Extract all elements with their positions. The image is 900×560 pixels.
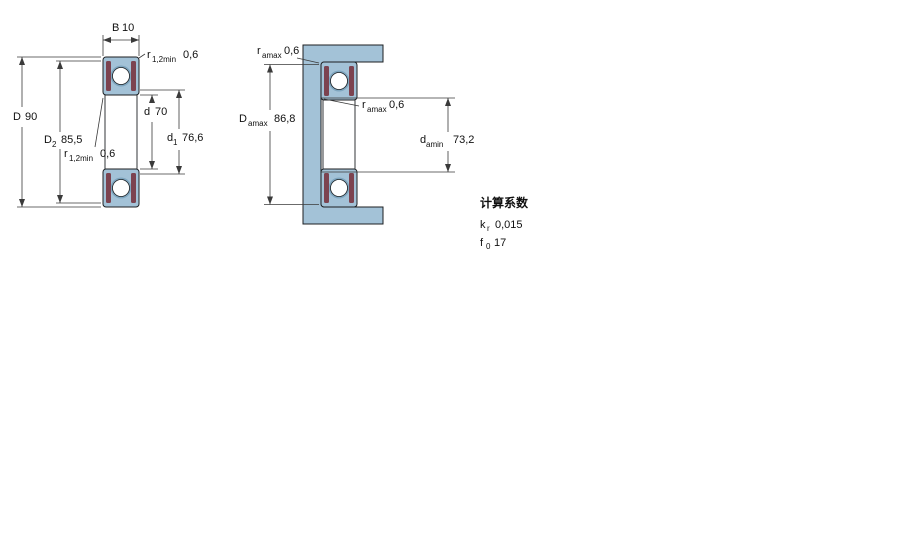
dim-d1-value: 76,6 <box>182 132 203 144</box>
dim-d1-subscript: 1 <box>173 138 178 147</box>
bearing-section-top <box>102 56 140 96</box>
dim-ra-mid-subscript: amax <box>367 105 387 114</box>
bearing-ball <box>112 67 130 85</box>
dim-D2-subscript: 2 <box>52 140 57 149</box>
dim-ra-mid-value: 0,6 <box>389 99 404 111</box>
dim-ra-top-value: 0,6 <box>284 45 299 57</box>
dim-r-bottom-value: 0,6 <box>100 148 115 160</box>
left-cross-section-view: B 10 D 90 D 2 85,5 d 70 d 1 76,6 r <box>13 22 203 208</box>
leader-line <box>296 57 320 64</box>
dim-B-value: 10 <box>122 22 134 34</box>
factor-f0-symbol: f <box>480 237 484 249</box>
dim-ra-mid-symbol: r <box>362 99 366 111</box>
dim-da-value: 73,2 <box>453 134 474 146</box>
seal-left <box>106 173 111 203</box>
dim-r-top-symbol: r <box>147 49 151 61</box>
dim-D2-value: 85,5 <box>61 134 82 146</box>
dim-d-symbol: d <box>144 106 150 118</box>
dim-B-symbol: B <box>112 22 119 34</box>
mounted-bearing-section-top <box>320 61 358 101</box>
factor-f0-subscript: 0 <box>486 242 491 251</box>
dim-ra-top-symbol: r <box>257 45 261 57</box>
dim-d1-symbol: d <box>167 132 173 144</box>
bearing-ball <box>330 179 348 197</box>
seal-left <box>324 66 329 96</box>
leader-line <box>94 97 104 148</box>
factor-kr-subscript: r <box>487 224 490 233</box>
dim-d-value: 70 <box>155 106 167 118</box>
dim-Da-symbol: D <box>239 113 247 125</box>
dim-da-symbol: d <box>420 134 426 146</box>
bearing-ball <box>330 72 348 90</box>
right-abutment-view: r amax 0,6 D amax 86,8 r amax 0,6 d amin… <box>239 44 474 225</box>
dim-D-value: 90 <box>25 111 37 123</box>
seal-right <box>349 66 354 96</box>
seal-right <box>349 173 354 203</box>
leader-line <box>138 53 146 59</box>
dim-Da-value: 86,8 <box>274 113 295 125</box>
seal-right <box>131 61 136 91</box>
leader-line <box>323 98 360 107</box>
seal-left <box>324 173 329 203</box>
seal-left <box>106 61 111 91</box>
calculation-factors: 计算系数 k r 0,015 f 0 17 <box>480 195 529 251</box>
dim-ra-top-subscript: amax <box>262 51 282 60</box>
dim-da-subscript: amin <box>426 140 443 149</box>
dim-r-bottom-subscript: 1,2min <box>69 154 93 163</box>
dim-D-symbol: D <box>13 111 21 123</box>
dim-r-top-subscript: 1,2min <box>152 55 176 64</box>
calculation-factors-heading: 计算系数 <box>480 195 529 210</box>
dim-r-top-value: 0,6 <box>183 49 198 61</box>
dim-D2-symbol: D <box>44 134 52 146</box>
factor-kr-symbol: k <box>480 219 486 231</box>
factor-f0-value: 17 <box>494 237 506 249</box>
seal-right <box>131 173 136 203</box>
mounted-bearing-section-bottom <box>320 168 358 208</box>
factor-kr-value: 0,015 <box>495 219 523 231</box>
bearing-section-bottom <box>102 168 140 208</box>
dim-r-bottom-symbol: r <box>64 148 68 160</box>
dim-Da-subscript: amax <box>248 119 268 128</box>
bearing-ball <box>112 179 130 197</box>
